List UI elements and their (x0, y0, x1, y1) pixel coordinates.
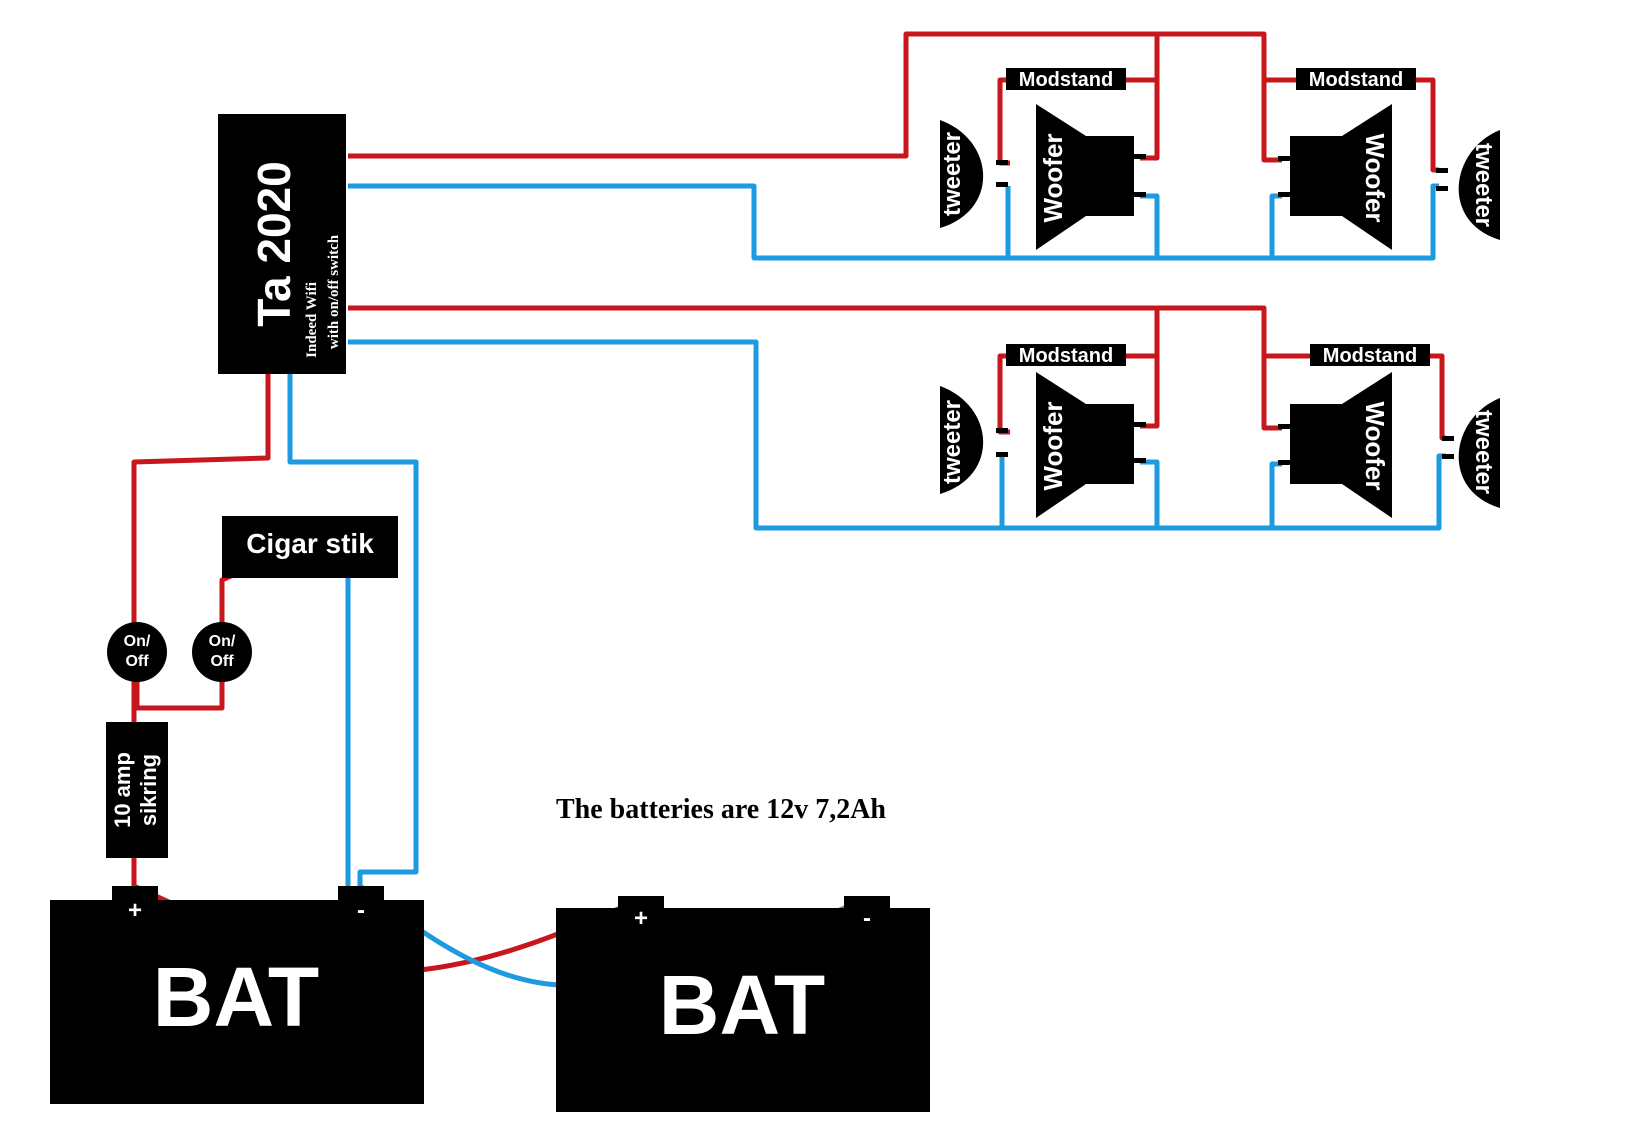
battery-2-label: BAT (659, 958, 825, 1052)
wire-upper-neg-tap2 (1140, 193, 1160, 258)
battery-1-plus: + (128, 897, 142, 924)
switch-1-line1: On/ (124, 633, 151, 650)
resistor-2 (1296, 68, 1416, 90)
speaker-unit-2: Modstand Woofer tweeter (1278, 68, 1500, 250)
wire-amp-negative-supply (287, 372, 419, 886)
amplifier: Ta 2020 Indeed Wifi with on/off switch (218, 114, 346, 374)
resistor-4 (1310, 344, 1430, 366)
resistor-3 (1006, 344, 1126, 366)
battery-1-terminal-minus (338, 886, 384, 904)
wire-upper-negative (348, 183, 1439, 261)
tweeter-1-label: tweeter (939, 132, 966, 216)
battery-2-body (556, 908, 930, 1112)
woofer-4-label: Woofer (1360, 401, 1390, 490)
wire-upper-woofer-positive (1140, 80, 1160, 161)
woofer-2-label: Woofer (1360, 133, 1390, 222)
tweeter-3-label: tweeter (939, 400, 966, 484)
resistor-4-label: Modstand (1323, 345, 1417, 367)
amplifier-subtitle-1: Indeed Wifi (304, 282, 320, 358)
wire-upper-positive (348, 31, 1439, 173)
wire-lower-woofer2-positive (1261, 356, 1282, 431)
resistor-1 (1006, 68, 1126, 90)
woofer-1-label: Woofer (1038, 133, 1068, 222)
woofer-2 (1290, 104, 1392, 250)
fuse-body (106, 722, 168, 858)
speaker-unit-1: Modstand tweeter Woofer (939, 68, 1146, 250)
amplifier-body (218, 114, 346, 374)
wire-upper-woofer2-positive (1261, 80, 1282, 163)
battery-note: The batteries are 12v 7,2Ah (556, 794, 886, 825)
speaker-unit-3: Modstand tweeter Woofer (939, 344, 1146, 518)
resistor-1-label: Modstand (1019, 69, 1113, 91)
wire-switches-link (134, 676, 225, 711)
wire-upper-neg-tap3 (1269, 193, 1282, 258)
wire-lower-woofer-positive (1140, 356, 1160, 429)
battery-2-plus: + (634, 905, 648, 932)
switch-2: On/ Off (192, 622, 252, 682)
tweeter-4-label: tweeter (1470, 410, 1497, 494)
fuse-line2: sikring (136, 754, 161, 826)
battery-1-minus: - (357, 897, 365, 924)
wire-lower-neg-tap2 (1140, 459, 1160, 528)
tweeter-1 (940, 120, 984, 228)
tweeter-4 (1458, 398, 1500, 508)
battery-1-label: BAT (153, 950, 319, 1044)
resistor-2-label: Modstand (1309, 69, 1403, 91)
battery-2: + - BAT (556, 896, 930, 1112)
cigar-socket: Cigar stik (222, 516, 398, 578)
cigar-socket-body (222, 516, 398, 578)
wire-lower-negative (348, 339, 1446, 531)
resistor-3-label: Modstand (1019, 345, 1113, 367)
switch-2-line1: On/ (209, 633, 236, 650)
wire-amp-positive-supply (131, 372, 271, 648)
tweeter-3 (940, 386, 984, 494)
switch-2-line2: Off (210, 653, 234, 670)
fuse: 10 amp sikring (106, 722, 168, 858)
wire-lower-neg-tap3 (1269, 461, 1282, 528)
battery-1-body (50, 900, 424, 1104)
woofer-4 (1290, 372, 1392, 518)
switch-1: On/ Off (107, 622, 167, 682)
tweeter-2-label: tweeter (1470, 143, 1497, 227)
woofer-3 (1036, 372, 1134, 518)
woofer-1 (1036, 104, 1134, 250)
wire-lower-positive (348, 305, 1446, 441)
battery-2-minus: - (863, 905, 871, 932)
switch-1-body (107, 622, 167, 682)
battery-1-terminal-plus (112, 886, 158, 904)
speaker-unit-4: Modstand Woofer tweeter (1278, 344, 1500, 518)
tweeter-2 (1458, 130, 1500, 240)
switch-2-body (192, 622, 252, 682)
switch-1-line2: Off (125, 653, 149, 670)
battery-1: + - BAT (50, 886, 424, 1104)
amplifier-subtitle-2: with on/off switch (326, 234, 342, 349)
amplifier-title: Ta 2020 (248, 161, 300, 326)
fuse-line1: 10 amp (110, 752, 135, 828)
cigar-socket-label: Cigar stik (246, 528, 374, 559)
woofer-3-label: Woofer (1038, 401, 1068, 490)
